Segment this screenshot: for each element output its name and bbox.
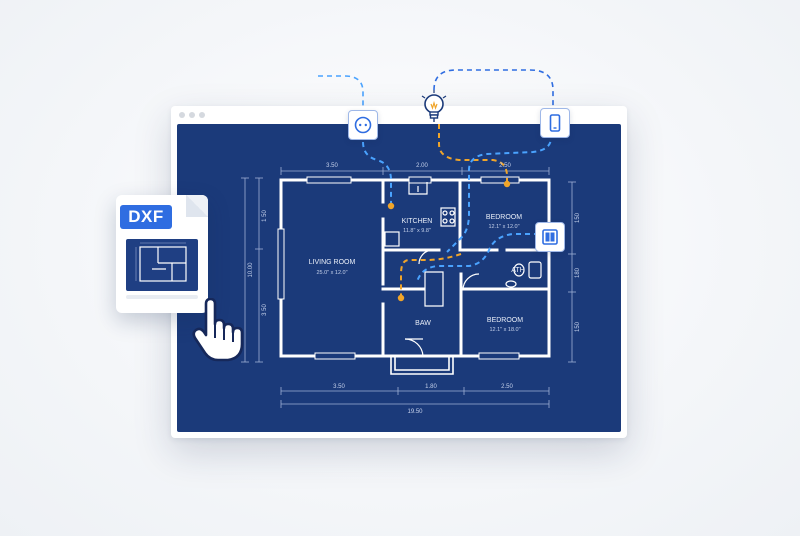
dim-right-2: 180 [575, 267, 581, 278]
dim-right-1: 150 [575, 212, 581, 223]
dim-bottom-1: 3.50 [333, 384, 345, 390]
dimension-lines [241, 167, 576, 408]
room-label-bedroom-top: BEDROOM [486, 214, 522, 221]
window-dot [189, 112, 195, 118]
room-label-bath-left: BAW [415, 320, 431, 327]
file-footer-bar [126, 295, 198, 299]
room-label-bedroom-bottom: BEDROOM [487, 317, 523, 324]
room-label-kitchen: KITCHEN [402, 218, 433, 225]
dim-bottom-3: 2.50 [501, 384, 513, 390]
hand-pointer-icon [192, 297, 248, 364]
room-size-bedroom-top: 12.1" x 12.0" [488, 224, 519, 230]
blueprint-window: LIVING ROOM 25.0" x 12.0" KITCHEN 11.8" … [171, 106, 627, 438]
room-label-bath-right: ATH [511, 267, 524, 274]
room-label-living: LIVING ROOM [309, 259, 356, 266]
phone-icon[interactable] [540, 108, 570, 138]
cable-socket-outer [318, 75, 364, 110]
cable-bulb-phone [433, 69, 554, 108]
dim-total: 19.50 [407, 409, 423, 415]
light-bulb-icon[interactable] [418, 90, 450, 134]
dxf-file-card[interactable]: DXF [116, 195, 208, 313]
dim-left-top: 1 50 [262, 210, 268, 222]
kitchen-fixtures [384, 182, 456, 247]
file-type-badge: DXF [120, 205, 172, 229]
bath-fixtures [505, 261, 542, 288]
dim-top-2: 2.00 [416, 163, 428, 169]
dim-left-total: 10.00 [248, 262, 254, 278]
wall-windows [277, 176, 520, 360]
dim-bottom-2: 1.80 [425, 384, 437, 390]
blueprint-canvas: LIVING ROOM 25.0" x 12.0" KITCHEN 11.8" … [177, 124, 621, 432]
dim-right-3: 150 [575, 321, 581, 332]
file-fold-corner [186, 195, 208, 217]
file-thumbnail [126, 239, 198, 291]
floor-plan: LIVING ROOM 25.0" x 12.0" KITCHEN 11.8" … [241, 124, 581, 415]
doors [404, 249, 480, 357]
cable-layer-inner [362, 124, 552, 302]
entrance-porch [390, 356, 454, 375]
window-dot [179, 112, 185, 118]
light-switch-icon[interactable] [535, 222, 565, 252]
window-dot [199, 112, 205, 118]
room-size-kitchen: 11.8" x 9.8" [403, 228, 431, 234]
dim-left-bottom: 3 50 [262, 304, 268, 316]
power-socket-icon[interactable] [348, 110, 378, 140]
room-size-living: 25.0" x 12.0" [316, 270, 347, 276]
dim-top-3: 2.50 [499, 163, 511, 169]
room-size-bedroom-bottom: 12.1" x 18.0" [489, 327, 520, 333]
dim-top-1: 3.50 [326, 163, 338, 169]
